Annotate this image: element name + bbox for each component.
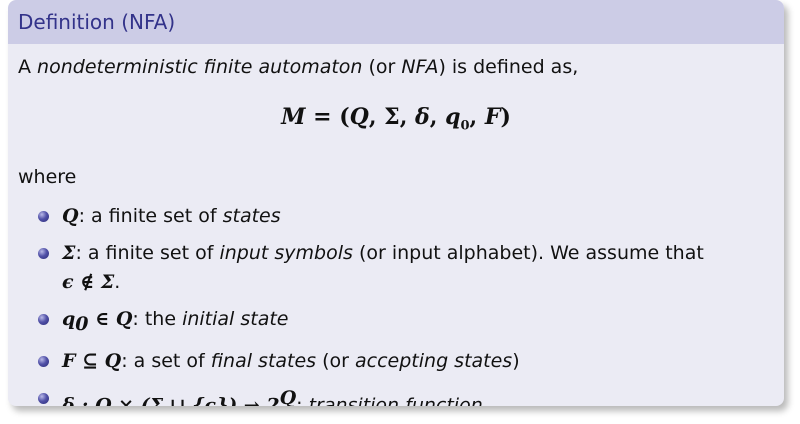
intro-sentence: A nondeterministic finite automaton (or … xyxy=(18,56,578,78)
intro-text: A xyxy=(18,56,38,78)
formula-symbol: M xyxy=(281,104,306,130)
item-text: : the xyxy=(132,308,183,330)
item-text: (or xyxy=(316,349,356,372)
item-text: ) xyxy=(512,349,520,372)
item-term: initial state xyxy=(182,308,289,330)
formula-punct: , xyxy=(399,104,416,130)
item-text: : a set of xyxy=(121,349,211,372)
block-title: Definition (NFA) xyxy=(8,0,784,44)
formula-symbol: q xyxy=(445,104,461,130)
item-formula: δ : Q × (Σ ∪ {ϵ}) → 2 xyxy=(62,394,280,406)
item-text: . xyxy=(114,271,121,293)
formula-symbol: F xyxy=(484,104,501,130)
item-superscript: Q xyxy=(279,386,297,406)
item-symbol: Q xyxy=(62,205,79,227)
item-symbol: Σ xyxy=(62,242,76,264)
formula-symbol: Σ xyxy=(384,104,400,130)
item-formula: F ⊆ Q xyxy=(62,349,122,372)
item-text: : a finite set of xyxy=(78,205,223,227)
where-label: where xyxy=(18,166,77,188)
formula-symbol: Q xyxy=(349,104,369,130)
list-item: q0 ∈ Q: the initial state xyxy=(38,305,768,339)
definition-block: Definition (NFA) A nondeterministic fini… xyxy=(8,0,784,406)
formula-punct: ) xyxy=(500,104,511,130)
item-term: accepting states xyxy=(355,349,513,372)
bullet-icon xyxy=(38,211,49,222)
list-item: Σ: a finite set of input symbols (or inp… xyxy=(38,239,768,297)
item-term: states xyxy=(222,205,281,227)
item-symbol: q xyxy=(62,308,76,330)
item-term: transition function xyxy=(308,394,483,406)
item-term: final states xyxy=(210,349,317,372)
item-subscript: 0 xyxy=(75,312,89,335)
bullet-icon xyxy=(38,355,49,367)
formula-punct: , xyxy=(469,104,485,130)
intro-text: ) is defined as, xyxy=(438,56,579,78)
intro-abbrev: NFA xyxy=(401,56,439,78)
item-text: : xyxy=(296,394,309,406)
formula-subscript: 0 xyxy=(460,118,470,134)
formula-symbol: δ xyxy=(415,104,430,130)
tuple-formula: M = (Q, Σ, δ, q0, F) xyxy=(8,104,784,133)
item-text: (or input alphabet). We assume that xyxy=(352,242,704,264)
bullet-icon xyxy=(38,392,49,404)
intro-text: (or xyxy=(362,56,402,78)
formula-punct: = ( xyxy=(305,104,350,130)
intro-term: nondeterministic finite automaton xyxy=(37,56,363,78)
formula-punct: , xyxy=(429,104,446,130)
component-list: Q: a finite set of states Σ: a finite se… xyxy=(38,202,768,406)
list-item: δ : Q × (Σ ∪ {ϵ}) → 2Q: transition funct… xyxy=(38,384,768,406)
list-item: F ⊆ Q: a set of final states (or accepti… xyxy=(38,347,768,376)
item-text: : a finite set of xyxy=(75,242,220,264)
item-formula: ϵ ∉ Σ xyxy=(62,271,115,293)
bullet-icon xyxy=(38,248,49,259)
formula-punct: , xyxy=(368,104,385,130)
item-term: input symbols xyxy=(219,242,353,264)
list-item: Q: a finite set of states xyxy=(38,202,768,231)
bullet-icon xyxy=(38,314,49,325)
item-formula: ∈ Q xyxy=(88,308,133,330)
